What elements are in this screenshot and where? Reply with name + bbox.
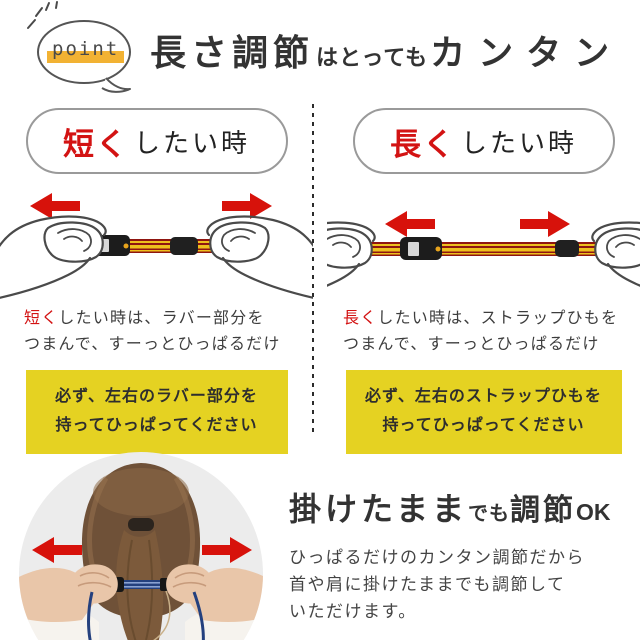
- warning-box-shorten: 必ず、左右のラバー部分を 持ってひっぱってください: [25, 370, 288, 454]
- rubber-stopper: [555, 240, 579, 257]
- warning-box-lengthen: 必ず、左右のストラップひもを 持ってひっぱってください: [345, 370, 622, 454]
- shorten-illustration: [0, 193, 313, 302]
- heading-rest: したい時: [460, 127, 577, 158]
- right-hand-drawing: [206, 215, 313, 302]
- left-hand: [69, 564, 118, 604]
- description-line2: つまんで、すーっとひっぱるだけ: [24, 336, 281, 354]
- description-lengthen: 長くしたい時は、ストラップひもを つまんで、すーっとひっぱるだけ: [343, 306, 633, 359]
- heading-rest: したい時: [133, 127, 250, 158]
- rubber-stopper: [170, 237, 198, 255]
- pull-right-arrow-icon: [222, 193, 272, 219]
- pull-left-arrow-icon: [385, 211, 435, 237]
- heading-box-shorten: 短く したい時: [25, 108, 288, 174]
- column-lengthen: 長く したい時 長くしたい時は、ストラップひもを つまんで、すーっとひっぱるだ: [327, 100, 640, 456]
- column-shorten: 短く したい時 短くしたい時は、ラバー部分を つまんで、すーっとひっぱるだけ: [0, 100, 313, 456]
- bottom-body: ひっぱるだけのカンタン調節だから 首や肩に掛けたままでも調節して いただけます。: [289, 544, 637, 626]
- bottom-body-line3: いただけます。: [289, 602, 417, 622]
- bottom-heading-small: でも: [468, 503, 511, 525]
- bottom-text-block: 掛けたまま でも 調節 OK ひっぱるだけのカンタン調節だから 首や肩に掛けたま…: [289, 484, 637, 626]
- title-part-small: はとっても: [316, 45, 429, 70]
- bottom-heading: 掛けたまま でも 調節 OK: [289, 484, 637, 530]
- hair-tie: [128, 518, 154, 531]
- description-line1: したい時は、ラバー部分を: [58, 310, 265, 327]
- warning-line1: 必ず、左右のストラップひもを: [365, 388, 602, 405]
- pull-left-arrow-icon: [30, 193, 80, 219]
- warning-line2: 持ってひっぱってください: [55, 416, 258, 434]
- left-hand-drawing: [0, 215, 107, 302]
- title-part-large2: カンタン: [430, 34, 623, 73]
- heading-box-lengthen: 長く したい時: [352, 108, 615, 174]
- warning-line1: 必ず、左右のラバー部分を: [55, 388, 258, 405]
- wearing-adjustment-photo: [19, 452, 263, 640]
- bottom-heading-ok: OK: [576, 499, 611, 525]
- strap-graphic: [327, 237, 640, 260]
- lengthen-illustration: [327, 211, 640, 306]
- cord-left: [87, 591, 98, 640]
- sparkle-icon: [27, 1, 58, 29]
- point-label: point: [47, 38, 125, 63]
- right-hand-drawing: [591, 221, 640, 306]
- page-title: 長さ調節 はとっても カンタン: [150, 24, 630, 76]
- left-hand-drawing: [327, 221, 376, 306]
- description-shorten: 短くしたい時は、ラバー部分を つまんで、すーっとひっぱるだけ: [24, 306, 314, 359]
- description-line1: したい時は、ストラップひもを: [377, 310, 619, 327]
- description-keyword: 短く: [24, 310, 59, 327]
- bottom-heading-large2: 調節: [510, 494, 577, 527]
- description-keyword: 長く: [343, 310, 378, 327]
- description-line2: つまんで、すーっとひっぱるだけ: [343, 336, 600, 354]
- cord-right: [192, 591, 205, 640]
- heading-keyword: 長く: [389, 126, 456, 162]
- pull-right-arrow-icon: [520, 211, 570, 237]
- title-part-large: 長さ調節: [150, 32, 315, 73]
- heading-keyword: 短く: [62, 126, 129, 162]
- bottom-body-line1: ひっぱるだけのカンタン調節だから: [289, 548, 585, 567]
- bottom-heading-large: 掛けたまま: [289, 491, 469, 527]
- warning-line2: 持ってひっぱってください: [382, 416, 585, 434]
- bottom-body-line2: 首や肩に掛けたままでも調節して: [289, 575, 566, 595]
- right-hand: [166, 564, 215, 604]
- dashed-divider: [312, 104, 314, 434]
